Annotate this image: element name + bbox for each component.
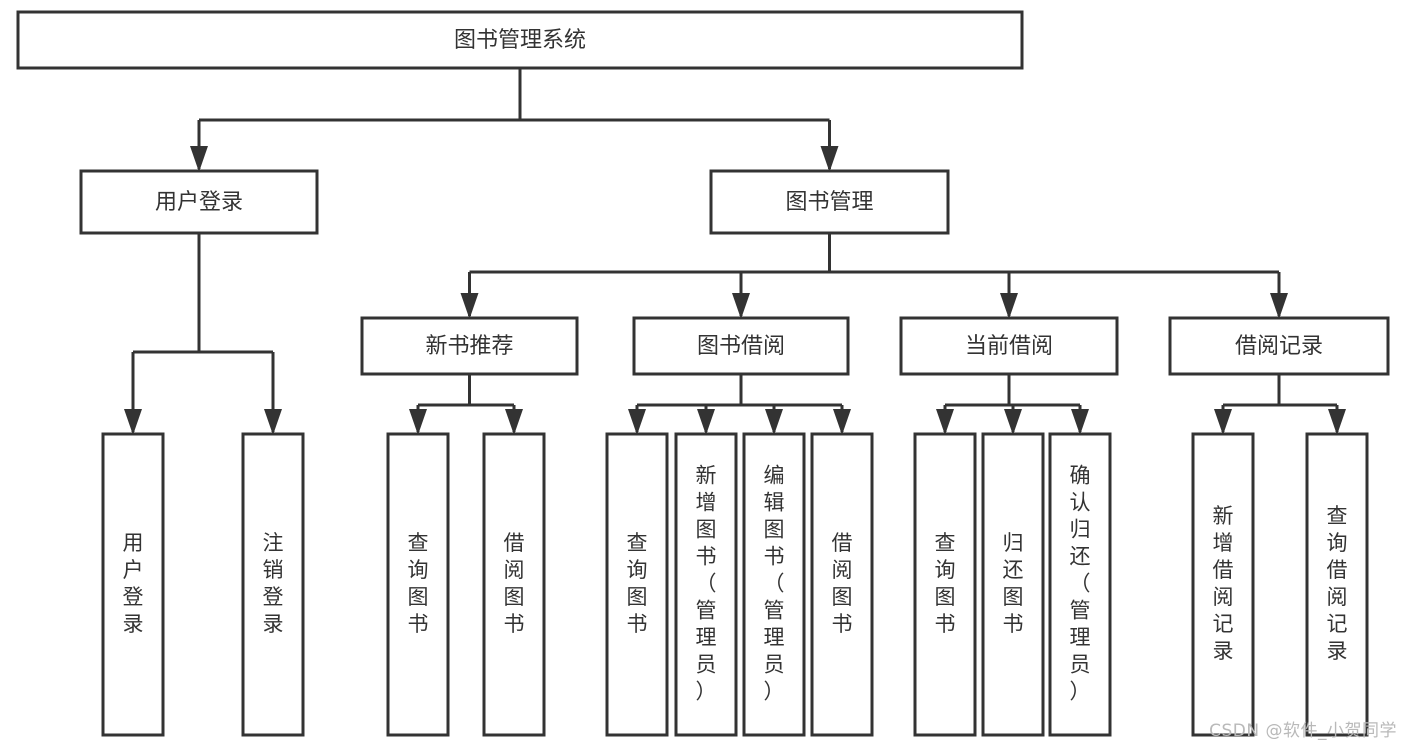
node-leaf-edit-book-label: 编辑图书（管理员） [764,464,785,704]
node-user-login[interactable]: 用户登录 [79,169,319,235]
node-leaf-edit-book[interactable]: 编辑图书（管理员） [742,432,806,737]
node-user-login-box [79,169,319,235]
node-leaf-add-borrow-record-label: 新增借阅记录 [1213,504,1234,663]
node-leaf-borrow-book-1-box [482,432,546,737]
current-borrow-to-leaves-arrow-0 [936,409,954,435]
node-new-book-recommend-box [360,316,579,376]
node-leaf-query-book-2-label: 查询图书 [627,531,648,636]
node-current-borrow-label: 当前借阅 [965,334,1053,359]
node-borrow-record[interactable]: 借阅记录 [1168,316,1390,376]
borrow-record-to-leaves-arrow-1 [1328,409,1346,435]
node-leaf-user-logout[interactable]: 注销登录 [241,432,305,737]
node-new-book-recommend-label: 新书推荐 [425,334,513,359]
node-root-system-box [16,10,1024,70]
node-leaf-borrow-book-2[interactable]: 借阅图书 [810,432,874,737]
node-leaf-query-book-1-label: 查询图书 [408,531,429,636]
root-to-level2-arrow-0 [190,146,208,172]
node-leaf-query-borrow-record[interactable]: 查询借阅记录 [1305,432,1369,737]
book-borrow-to-leaves-arrow-0 [628,409,646,435]
node-leaf-return-book-box [981,432,1045,737]
node-leaf-add-book[interactable]: 新增图书（管理员） [674,432,738,737]
node-leaf-add-borrow-record-box [1191,432,1255,737]
node-new-book-recommend[interactable]: 新书推荐 [360,316,579,376]
current-borrow-to-leaves-arrow-1 [1004,409,1022,435]
node-leaf-user-login-label: 用户登录 [123,531,144,636]
borrow-record-to-leaves-arrow-0 [1214,409,1232,435]
node-layer: 图书管理系统用户登录图书管理新书推荐图书借阅当前借阅借阅记录用户登录注销登录查询… [16,10,1390,737]
node-borrow-record-label: 借阅记录 [1235,334,1323,359]
root-to-level2-arrow-1 [820,146,839,172]
node-leaf-user-logout-box [241,432,305,737]
node-user-login-label: 用户登录 [155,190,243,215]
node-book-management-label: 图书管理 [785,190,873,215]
book-borrow-to-leaves-arrow-1 [697,409,715,435]
node-root-system-label: 图书管理系统 [454,28,586,53]
current-borrow-to-leaves-arrow-2 [1071,409,1089,435]
node-leaf-query-book-3-label: 查询图书 [935,531,956,636]
node-leaf-add-book-label: 新增图书（管理员） [696,464,717,704]
book-management-to-level3-arrow-2 [1000,293,1018,319]
node-leaf-query-book-1-box [386,432,450,737]
node-leaf-query-borrow-record-box [1305,432,1369,737]
node-current-borrow-box [899,316,1119,376]
node-leaf-query-book-3-box [913,432,977,737]
node-leaf-confirm-return[interactable]: 确认归还（管理员） [1048,432,1112,737]
node-book-borrow-label: 图书借阅 [697,334,785,359]
node-root-system[interactable]: 图书管理系统 [16,10,1024,70]
node-leaf-borrow-book-2-box [810,432,874,737]
node-leaf-confirm-return-box [1048,432,1112,737]
node-book-management[interactable]: 图书管理 [709,169,950,235]
node-leaf-user-logout-label: 注销登录 [263,531,284,636]
book-borrow-to-leaves-arrow-2 [765,409,783,435]
node-leaf-user-login[interactable]: 用户登录 [101,432,165,737]
node-leaf-add-borrow-record[interactable]: 新增借阅记录 [1191,432,1255,737]
new-book-recommend-to-leaves-arrow-0 [409,409,427,435]
node-leaf-borrow-book-1-label: 借阅图书 [504,531,525,636]
user-login-to-leaves-arrow-1 [264,409,282,435]
book-borrow-to-leaves-arrow-3 [833,409,851,435]
node-leaf-return-book-label: 归还图书 [1003,531,1024,636]
new-book-recommend-to-leaves-arrow-1 [505,409,523,435]
node-leaf-query-book-2[interactable]: 查询图书 [605,432,669,737]
node-current-borrow[interactable]: 当前借阅 [899,316,1119,376]
connector-layer [124,68,1346,435]
node-book-borrow[interactable]: 图书借阅 [632,316,850,376]
node-leaf-query-book-3[interactable]: 查询图书 [913,432,977,737]
node-leaf-query-book-1[interactable]: 查询图书 [386,432,450,737]
node-leaf-confirm-return-label: 确认归还（管理员） [1070,464,1091,704]
node-leaf-edit-book-box [742,432,806,737]
node-borrow-record-box [1168,316,1390,376]
node-leaf-add-book-box [674,432,738,737]
book-management-to-level3-arrow-3 [1270,293,1288,319]
book-management-to-level3-arrow-0 [460,293,479,319]
node-leaf-return-book[interactable]: 归还图书 [981,432,1045,737]
book-management-to-level3-arrow-1 [732,293,750,319]
node-leaf-query-borrow-record-label: 查询借阅记录 [1327,504,1348,663]
user-login-to-leaves-arrow-0 [124,409,142,435]
node-leaf-borrow-book-2-label: 借阅图书 [832,531,853,636]
node-leaf-borrow-book-1[interactable]: 借阅图书 [482,432,546,737]
node-book-management-box [709,169,950,235]
node-leaf-user-login-box [101,432,165,737]
node-book-borrow-box [632,316,850,376]
node-leaf-query-book-2-box [605,432,669,737]
